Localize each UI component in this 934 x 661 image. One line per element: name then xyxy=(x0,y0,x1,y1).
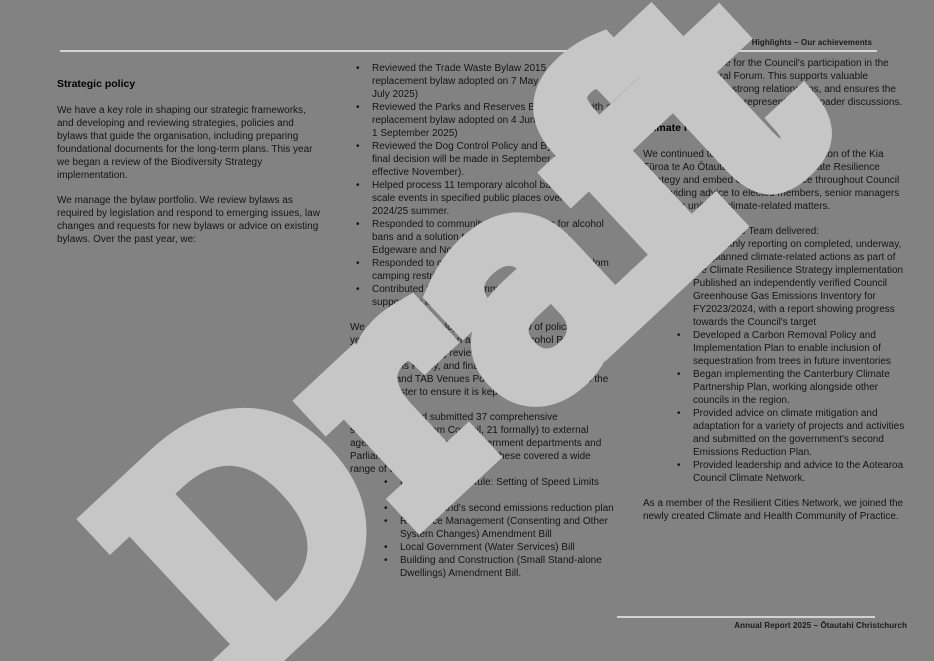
list-intro: The Climate Resilience Team delivered: xyxy=(643,226,820,237)
list-item: Responded to community board requests fo… xyxy=(350,218,615,257)
column-strategic-policy: Strategic policy We have a key role in s… xyxy=(57,57,322,591)
bylaws-bullet-list: Reviewed the Trade Waste Bylaw 2015, wit… xyxy=(350,62,615,309)
paragraph: We manage the bylaw portfolio. We review… xyxy=(57,195,320,245)
list-item: New Zealand's second emissions reduction… xyxy=(378,502,615,515)
list-item: Local Government (Water Services) Bill xyxy=(378,541,615,554)
list-item: Resource Management (Consenting and Othe… xyxy=(378,515,615,541)
section-heading-strategic-policy: Strategic policy xyxy=(57,78,136,90)
footer-separator: – xyxy=(813,621,819,630)
list-item: Building and Construction (Small Stand-a… xyxy=(378,554,615,580)
paragraph: We manage the development and review of … xyxy=(350,322,609,398)
list-item: Published an independently verified Coun… xyxy=(671,277,908,329)
content-columns: Strategic policy We have a key role in s… xyxy=(57,57,908,591)
list-item: Began implementing the Canterbury Climat… xyxy=(671,368,908,407)
list-item: Provided advice on climate mitigation an… xyxy=(671,407,908,459)
page-header: Highlights – Our achievements xyxy=(751,38,872,47)
paragraph: We have a key role in shaping our strate… xyxy=(57,105,313,181)
paragraph: We provided advice for the Council's par… xyxy=(643,58,903,108)
climate-team-list: Six-monthly reporting on completed, unde… xyxy=(671,238,908,485)
paragraph: We continued to support the implementati… xyxy=(643,149,900,212)
list-item: Reviewed the Dog Control Policy and Byla… xyxy=(350,140,615,179)
footer-city: Ōtautahi Christchurch xyxy=(820,621,907,630)
list-item: Contributed to bylaws communities of pra… xyxy=(350,283,615,309)
list-item: Helped process 11 temporary alcohol bans… xyxy=(350,179,615,218)
footer-rule xyxy=(617,616,875,618)
footer-report-title: Annual Report 2025 xyxy=(734,621,812,630)
paragraph: We prepared and submitted 37 comprehensi… xyxy=(350,412,602,475)
column-bylaws-policies: Reviewed the Trade Waste Bylaw 2015, wit… xyxy=(350,57,615,591)
list-item: Six-monthly reporting on completed, unde… xyxy=(671,238,908,277)
submissions-topic-list: Land Transport Rule: Setting of Speed Li… xyxy=(378,476,615,580)
list-item: Reviewed the Trade Waste Bylaw 2015, wit… xyxy=(350,62,615,101)
section-heading-climate-resilience: Climate resilience xyxy=(643,122,733,134)
paragraph: As a member of the Resilient Cities Netw… xyxy=(643,498,904,522)
list-item: Land Transport Rule: Setting of Speed Li… xyxy=(378,476,615,502)
list-item: Provided leadership and advice to the Ao… xyxy=(671,459,908,485)
page-footer: Annual Report 2025 – Ōtautahi Christchur… xyxy=(734,621,907,630)
list-item: Reviewed the Parks and Reserves Bylaw 20… xyxy=(350,101,615,140)
column-climate-resilience: We provided advice for the Council's par… xyxy=(643,57,908,591)
list-item: Responded to community board requests fo… xyxy=(350,257,615,283)
list-item: Developed a Carbon Removal Policy and Im… xyxy=(671,329,908,368)
header-rule xyxy=(60,50,877,52)
